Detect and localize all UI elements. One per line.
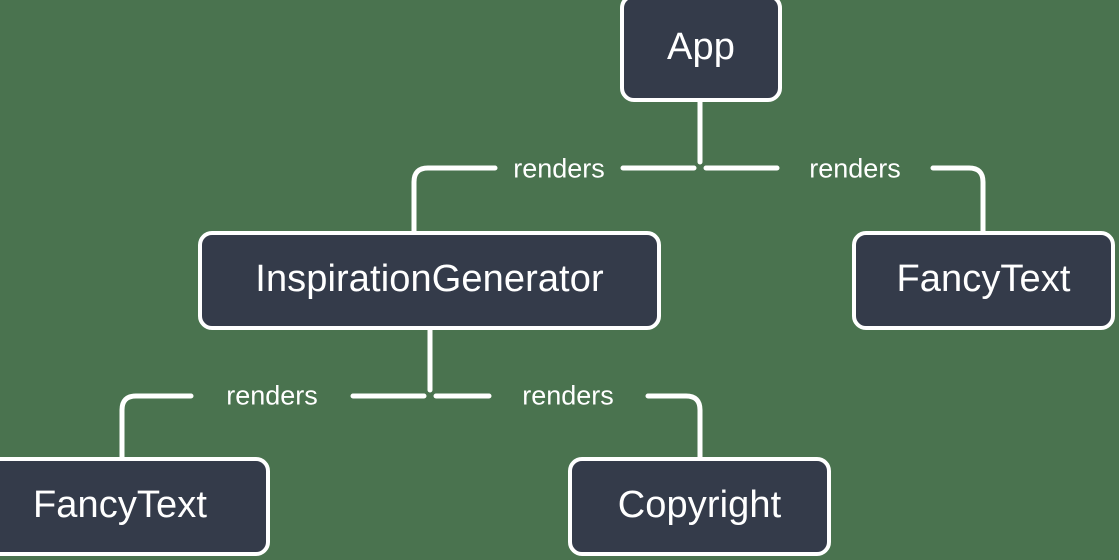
edge-label-inspiration-to-fancytext: renders	[226, 380, 318, 411]
edge-label-app-to-inspiration: renders	[513, 153, 605, 184]
node-copyright-label: Copyright	[617, 484, 782, 526]
node-inspiration-generator[interactable]: InspirationGenerator	[198, 231, 661, 330]
node-fancytext-right-label: FancyText	[896, 258, 1071, 300]
node-app[interactable]: App	[620, 0, 782, 102]
node-copyright[interactable]: Copyright	[568, 457, 831, 556]
node-fancytext-bottom-label: FancyText	[32, 484, 208, 526]
node-fancytext-bottom[interactable]: FancyText	[0, 457, 270, 556]
node-fancytext-right[interactable]: FancyText	[852, 231, 1115, 330]
edge-label-app-to-fancytext: renders	[809, 153, 901, 184]
edge-app-to-inspiration-left	[411, 165, 498, 234]
edge-inspiration-to-copyright-outer	[645, 393, 703, 460]
node-app-label: App	[667, 25, 735, 68]
node-inspiration-generator-label: InspirationGenerator	[255, 258, 604, 300]
edge-app-to-fancytext-right-outer	[930, 165, 986, 234]
edge-label-inspiration-to-copyright: renders	[522, 380, 614, 411]
edge-inspiration-to-fancytext-left	[119, 393, 194, 460]
